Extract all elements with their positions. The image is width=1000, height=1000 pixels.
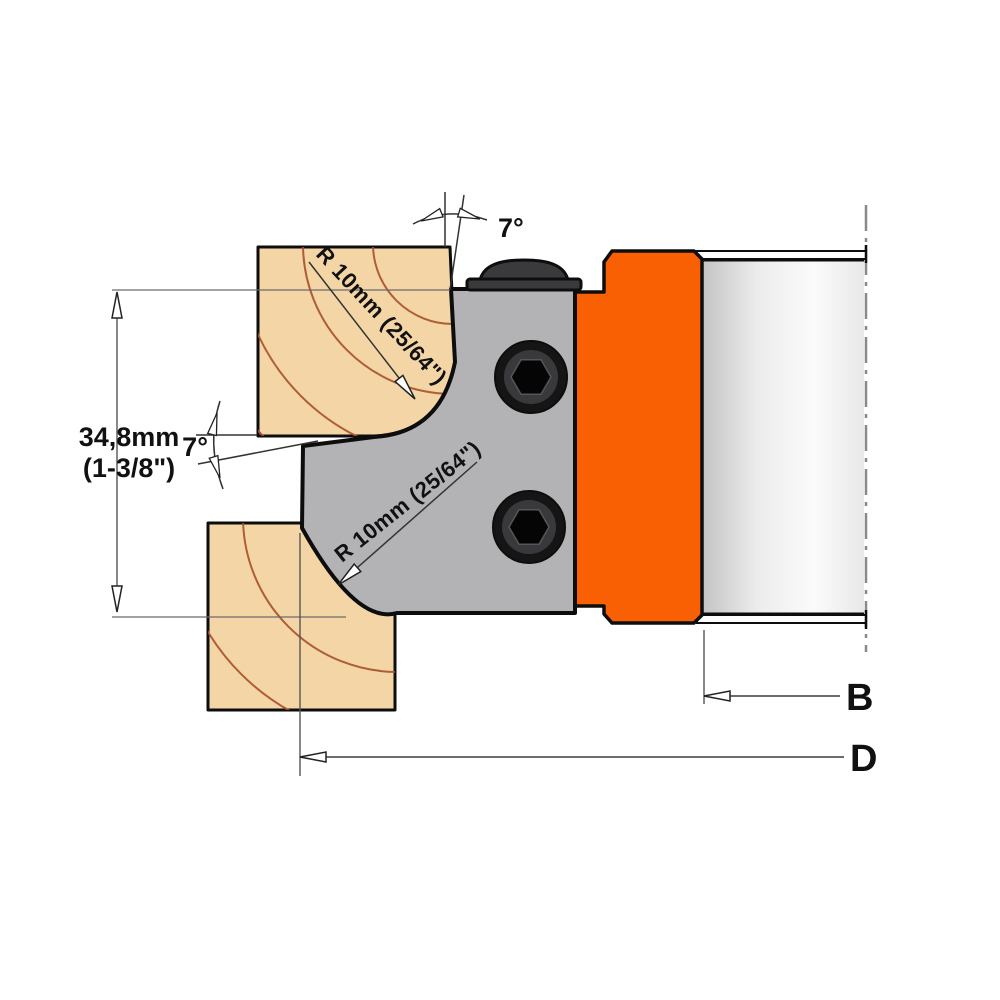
hex-socket-icon	[508, 508, 550, 546]
arrow-leader-icon	[393, 374, 416, 400]
hex-screw-lower	[492, 490, 566, 564]
spacer-ring-orange	[573, 249, 704, 625]
hex-socket-icon	[510, 358, 552, 396]
spindle-shaft	[700, 259, 864, 615]
shaft-rim-bottom	[696, 614, 867, 624]
dimension-bore	[703, 630, 840, 704]
cap-base	[465, 277, 583, 292]
angle-top-label: 7°	[498, 213, 524, 243]
angle-side-label: 7°	[182, 432, 208, 462]
arrow-left-icon	[299, 751, 327, 763]
arrow-left-icon	[703, 690, 731, 702]
cap-dome	[478, 258, 570, 282]
dimension-height	[112, 289, 450, 618]
arrow-down-icon	[111, 585, 123, 613]
leader-line	[308, 261, 414, 397]
arrow-arc-icon	[206, 412, 218, 437]
leader-line	[340, 461, 478, 583]
angle-arc	[412, 213, 488, 225]
height-label-metric: 34,8mm	[79, 422, 180, 452]
top-cap	[465, 258, 583, 292]
shaft-rim-top	[693, 250, 867, 260]
arrow-arc-icon	[208, 454, 221, 479]
arrow-arc-icon	[456, 207, 481, 220]
height-label-imperial: (1-3/8")	[83, 453, 175, 483]
angle-arc	[213, 400, 224, 490]
arrow-arc-icon	[420, 207, 444, 222]
diameter-label: D	[850, 738, 877, 780]
hex-screw-upper	[494, 340, 568, 414]
dimension-diameter	[299, 533, 844, 776]
arrow-leader-icon	[337, 562, 362, 586]
bore-label: B	[846, 677, 873, 719]
arrow-up-icon	[111, 291, 123, 319]
